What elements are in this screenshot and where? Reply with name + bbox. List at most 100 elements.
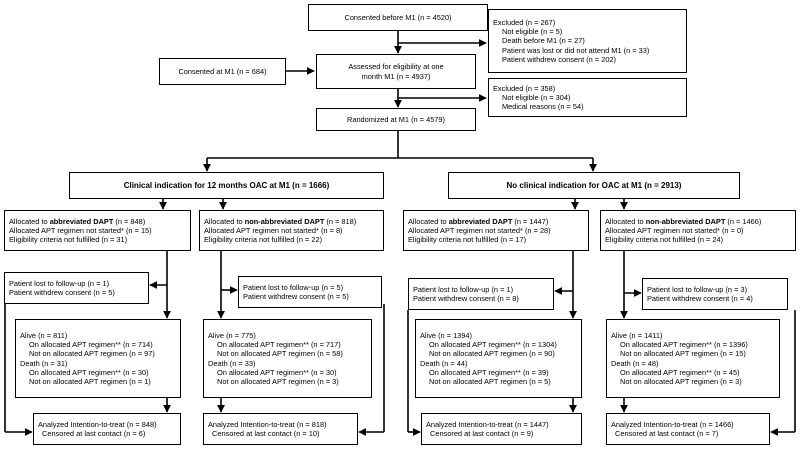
allocation-count: (n = 818) <box>324 216 357 226</box>
status-line: On allocated APT regimen** (n = 30) <box>29 367 149 377</box>
excluded-2-box: Excluded (n = 358) Not eligible (n = 304… <box>488 78 687 117</box>
status-line: On allocated APT regimen** (n = 45) <box>620 367 740 377</box>
randomized-box: Randomized at M1 (n = 4579) <box>316 108 476 131</box>
analyzed-line: Censored at last contact (n = 6) <box>42 429 146 438</box>
allocation-prefix: Allocated to <box>408 216 449 226</box>
analyzed-line: Censored at last contact (n = 9) <box>430 429 534 438</box>
status-line: On allocated APT regimen** (n = 1304) <box>429 339 557 349</box>
status-line: Not on allocated APT regimen (n = 90) <box>429 349 555 359</box>
allocation-line: Eligibility criteria not fulfilled (n = … <box>9 235 128 245</box>
lost-line: Patient lost to follow-up (n = 1) <box>413 284 514 294</box>
status-line: Not on allocated APT regimen (n = 5) <box>429 377 551 387</box>
consented-before-text: Consented before M1 (n = 4520) <box>344 12 452 22</box>
status-box-arm3: Alive (n = 1394) On allocated APT regime… <box>415 319 582 398</box>
status-line: Not on allocated APT regimen (n = 97) <box>29 349 155 359</box>
status-line: Not on allocated APT regimen (n = 58) <box>217 349 343 359</box>
allocation-box-arm4: Allocated to non-abbreviated DAPT (n = 1… <box>600 210 796 251</box>
excluded-1-box: Excluded (n = 267) Not eligible (n = 5) … <box>488 9 687 73</box>
analyzed-line: Analyzed Intention-to-treat (n = 1466) <box>611 419 734 429</box>
allocation-line: Allocated APT regimen not started* (n = … <box>408 225 551 235</box>
lost-line: Patient lost to follow-up (n = 3) <box>647 284 748 294</box>
excluded-2-line: Not eligible (n = 304) <box>502 92 571 102</box>
status-line: Alive (n = 1411) <box>611 330 663 340</box>
allocation-box-arm3: Allocated to abbreviated DAPT (n = 1447)… <box>403 210 589 251</box>
group-oac-box: Clinical indication for 12 months OAC at… <box>69 172 384 199</box>
assessed-box: Assessed for eligibility at one month M1… <box>316 54 476 89</box>
allocation-line: Eligibility criteria not fulfilled (n = … <box>605 235 724 245</box>
allocation-count: (n = 1447) <box>512 216 549 226</box>
consented-before-box: Consented before M1 (n = 4520) <box>308 4 488 31</box>
status-line: Not on allocated APT regimen (n = 3) <box>620 377 742 387</box>
analyzed-line: Analyzed Intention-to-treat (n = 1447) <box>426 419 549 429</box>
randomized-text: Randomized at M1 (n = 4579) <box>347 114 445 124</box>
consented-at-m1-text: Consented at M1 (n = 684) <box>178 66 267 76</box>
status-line: On allocated APT regimen** (n = 30) <box>217 367 337 377</box>
status-line: Death (n = 33) <box>208 358 256 368</box>
excluded-2-title: Excluded (n = 358) <box>493 83 556 93</box>
status-box-arm1: Alive (n = 811) On allocated APT regimen… <box>15 319 181 398</box>
group-no-oac-box: No clinical indication for OAC at M1 (n … <box>448 172 740 199</box>
analyzed-box-arm1: Analyzed Intention-to-treat (n = 848) Ce… <box>33 413 181 445</box>
allocation-count: (n = 848) <box>113 216 146 226</box>
status-line: Alive (n = 775) <box>208 330 256 340</box>
excluded-2-line: Medical reasons (n = 54) <box>502 102 584 112</box>
analyzed-line: Analyzed Intention-to-treat (n = 818) <box>208 419 327 429</box>
analyzed-line: Censored at last contact (n = 10) <box>212 429 320 438</box>
lost-line: Patient lost to follow-up (n = 5) <box>243 282 344 292</box>
assessed-text: Assessed for eligibility at one <box>348 62 444 72</box>
allocation-prefix: Allocated to <box>605 216 646 226</box>
excluded-1-line: Patient was lost or did not attend M1 (n… <box>502 45 650 55</box>
status-line: Not on allocated APT regimen (n = 3) <box>217 377 339 387</box>
lost-box-arm4: Patient lost to follow-up (n = 3) Patien… <box>642 278 788 310</box>
lost-line: Patient withdrew consent (n = 8) <box>413 294 519 303</box>
allocation-line: Allocated APT regimen not started* (n = … <box>204 225 343 235</box>
status-line: Death (n = 48) <box>611 358 659 368</box>
lost-box-arm1: Patient lost to follow-up (n = 1) Patien… <box>4 272 149 304</box>
group-no-oac-title: No clinical indication for OAC at M1 (n … <box>506 180 682 190</box>
allocation-regimen: abbreviated DAPT <box>448 216 513 226</box>
excluded-1-title: Excluded (n = 267) <box>493 17 556 27</box>
allocation-regimen: non-abbreviated DAPT <box>244 216 325 226</box>
assessed-text: month M1 (n = 4937) <box>361 71 431 81</box>
allocation-line: Allocated APT regimen not started* (n = … <box>9 225 152 235</box>
allocation-prefix: Allocated to <box>204 216 245 226</box>
allocation-prefix: Allocated to <box>9 216 50 226</box>
status-line: Alive (n = 1394) <box>420 330 472 340</box>
analyzed-box-arm4: Analyzed Intention-to-treat (n = 1466) C… <box>606 413 770 445</box>
status-line: Death (n = 44) <box>420 358 468 368</box>
lost-line: Patient lost to follow-up (n = 1) <box>9 278 110 288</box>
analyzed-line: Censored at last contact (n = 7) <box>615 429 719 438</box>
status-line: On allocated APT regimen** (n = 717) <box>217 339 341 349</box>
excluded-1-line: Death before M1 (n = 27) <box>502 36 585 46</box>
lost-line: Patient withdrew consent (n = 5) <box>9 288 115 297</box>
lost-box-arm3: Patient lost to follow-up (n = 1) Patien… <box>408 278 554 310</box>
allocation-regimen: abbreviated DAPT <box>49 216 114 226</box>
lost-line: Patient withdrew consent (n = 4) <box>647 294 753 303</box>
group-oac-title: Clinical indication for 12 months OAC at… <box>123 180 330 190</box>
status-line: On allocated APT regimen** (n = 714) <box>29 339 153 349</box>
allocation-line: Eligibility criteria not fulfilled (n = … <box>204 235 323 245</box>
status-box-arm4: Alive (n = 1411) On allocated APT regime… <box>606 319 780 398</box>
allocation-line: Allocated APT regimen not started* (n = … <box>605 225 744 235</box>
status-line: Not on allocated APT regimen (n = 1) <box>29 377 151 387</box>
analyzed-box-arm2: Analyzed Intention-to-treat (n = 818) Ce… <box>203 413 358 445</box>
allocation-line: Eligibility criteria not fulfilled (n = … <box>408 235 527 245</box>
excluded-1-line: Patient withdrew consent (n = 202) <box>502 54 617 64</box>
analyzed-box-arm3: Analyzed Intention-to-treat (n = 1447) C… <box>421 413 582 445</box>
analyzed-line: Analyzed Intention-to-treat (n = 848) <box>38 419 157 429</box>
lost-box-arm2: Patient lost to follow-up (n = 5) Patien… <box>238 276 382 308</box>
allocation-box-arm1: Allocated to abbreviated DAPT (n = 848) … <box>4 210 191 251</box>
status-line: Not on allocated APT regimen (n = 15) <box>620 349 746 359</box>
allocation-count: (n = 1466) <box>725 216 762 226</box>
status-line: Death (n = 31) <box>20 358 68 368</box>
consented-at-m1-box: Consented at M1 (n = 684) <box>159 58 286 85</box>
status-line: On allocated APT regimen** (n = 39) <box>429 367 549 377</box>
status-box-arm2: Alive (n = 775) On allocated APT regimen… <box>203 319 372 398</box>
excluded-1-line: Not eligible (n = 5) <box>502 27 563 37</box>
status-line: Alive (n = 811) <box>20 330 68 340</box>
allocation-regimen: non-abbreviated DAPT <box>645 216 726 226</box>
lost-line: Patient withdrew consent (n = 5) <box>243 292 349 301</box>
allocation-box-arm2: Allocated to non-abbreviated DAPT (n = 8… <box>199 210 384 251</box>
status-line: On allocated APT regimen** (n = 1396) <box>620 339 748 349</box>
